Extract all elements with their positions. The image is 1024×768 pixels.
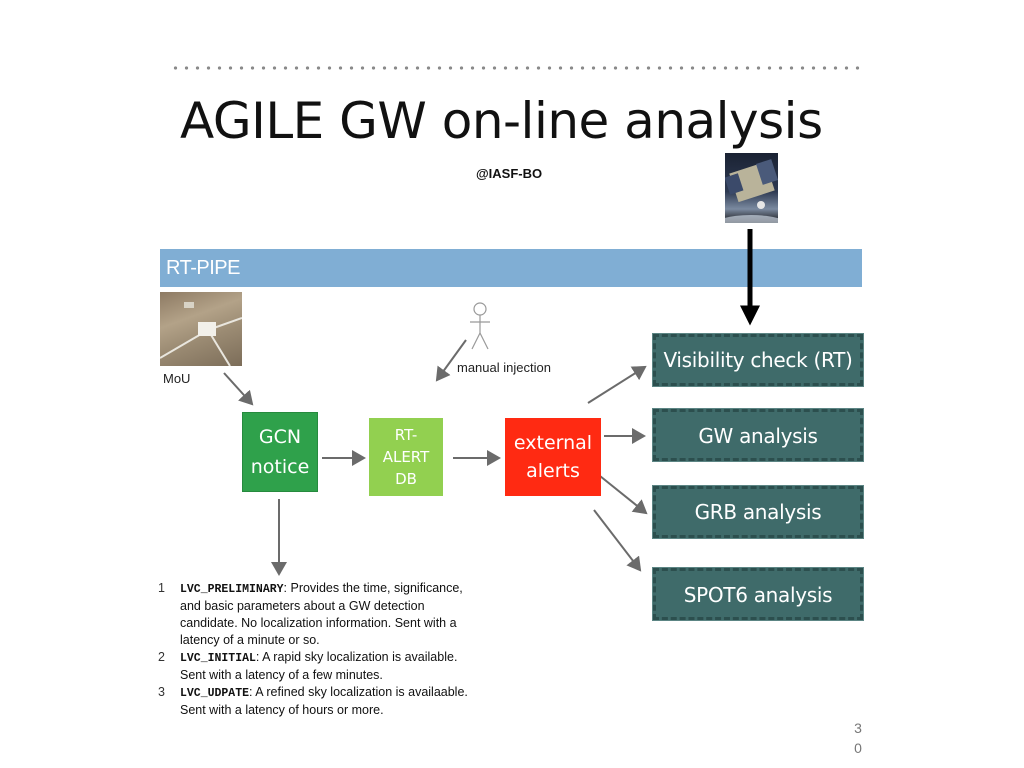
list-item-key: LVC_INITIAL: [180, 652, 256, 665]
list-item: 2 LVC_INITIAL: A rapid sky localization …: [150, 649, 480, 684]
list-item-key: LVC_UDPATE: [180, 687, 250, 700]
page-subtitle: @IASF-BO: [476, 166, 543, 181]
list-item-number: 2: [158, 650, 165, 664]
list-item-text: : A rapid sky localization is available.…: [180, 650, 458, 682]
mou-label: MoU: [163, 371, 191, 386]
spot6-analysis-label: SPOT6 analysis: [683, 583, 833, 607]
spot6-analysis-box: SPOT6 analysis: [652, 567, 864, 621]
page-number-digit-1: 3: [854, 720, 862, 736]
page-number-digit-2: 0: [854, 740, 862, 756]
rt-alert-db-box: RT- ALERT DB: [369, 418, 443, 496]
gw-analysis-label: GW analysis: [698, 424, 818, 448]
visibility-check-box: Visibility check (RT): [652, 333, 864, 387]
rt-alert-db-line-3: DB: [395, 470, 417, 488]
list-item-number: 3: [158, 685, 165, 699]
list-item-text: : A refined sky localization is availaab…: [180, 685, 468, 717]
agile-satellite-photo: [725, 153, 778, 223]
visibility-check-label: Visibility check (RT): [663, 348, 853, 372]
external-alerts-box: external alerts: [505, 418, 601, 496]
grb-analysis-box: GRB analysis: [652, 485, 864, 539]
arrow-manual-injection: [435, 339, 467, 382]
person-icon: [466, 301, 494, 356]
notice-types-list: 1 LVC_PRELIMINARY: Provides the time, si…: [150, 580, 480, 719]
list-item: 3 LVC_UDPATE: A refined sky localization…: [150, 684, 480, 719]
rt-alert-db-line-1: RT-: [394, 426, 418, 444]
page-number: 3 0: [851, 718, 865, 758]
gcn-line-1: GCN: [258, 426, 302, 448]
ligo-observatory-photo: [160, 292, 242, 366]
gw-analysis-box: GW analysis: [652, 408, 864, 462]
arrow-external-to-grb: [599, 475, 648, 515]
gcn-notice-box: GCN notice: [242, 412, 318, 492]
arrow-mou-to-gcn: [223, 372, 254, 406]
arrow-external-to-visibility: [587, 365, 647, 404]
manual-injection-label: manual injection: [457, 360, 551, 375]
arrow-external-to-spot6: [593, 509, 642, 572]
page-title: AGILE GW on-line analysis: [180, 92, 823, 150]
list-item-key: LVC_PRELIMINARY: [180, 583, 284, 596]
list-item-number: 1: [158, 581, 165, 595]
external-alerts-line-1: external: [513, 432, 593, 454]
list-item: 1 LVC_PRELIMINARY: Provides the time, si…: [150, 580, 480, 649]
dotted-divider: [170, 64, 860, 72]
rt-alert-db-line-2: ALERT: [382, 448, 430, 466]
grb-analysis-label: GRB analysis: [694, 500, 822, 524]
rt-pipe-label: RT-PIPE: [166, 257, 240, 279]
list-item-text: : Provides the time, significance, and b…: [180, 581, 463, 647]
external-alerts-line-2: alerts: [526, 460, 580, 482]
rt-pipe-banner: RT-PIPE: [160, 249, 862, 287]
gcn-line-2: notice: [250, 456, 310, 478]
